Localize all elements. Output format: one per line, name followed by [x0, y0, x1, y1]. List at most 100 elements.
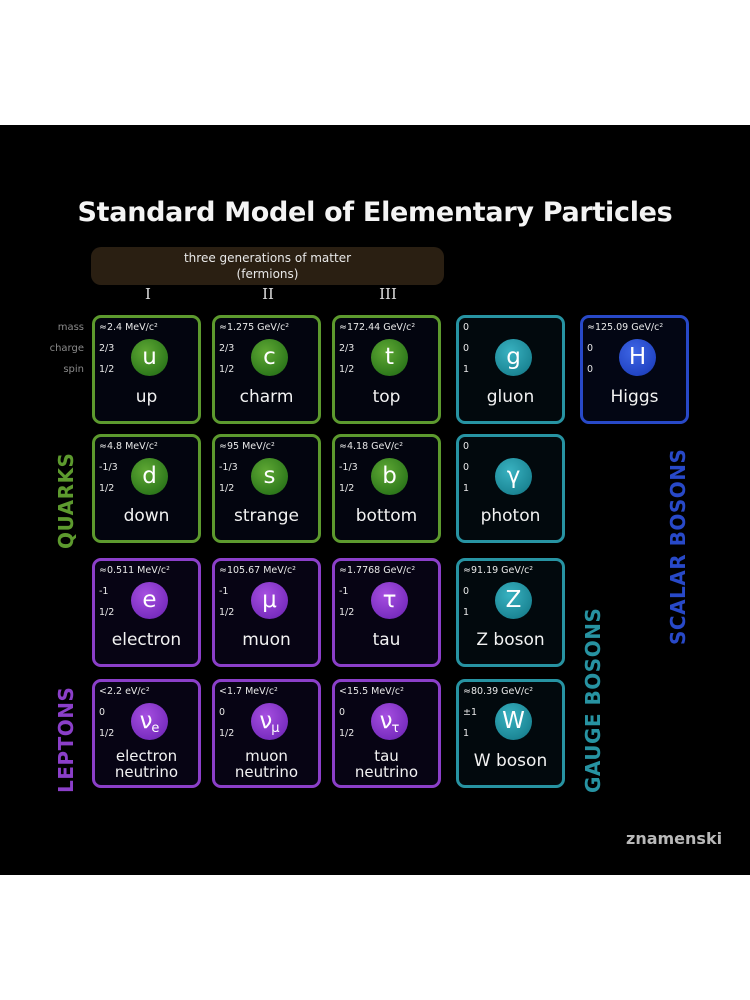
particle-mass: ≈80.39 GeV/c²	[463, 686, 534, 697]
particle-charge: 2/3	[219, 343, 235, 354]
particle-name: up	[135, 387, 158, 407]
particle-symbol: s	[263, 463, 276, 489]
particle-symbol: ν	[259, 708, 273, 734]
particle-mass: <1.7 MeV/c²	[219, 686, 278, 697]
particle-charge: -1	[219, 586, 229, 597]
particle-name: muon	[242, 630, 291, 650]
particle-mass: <15.5 MeV/c²	[339, 686, 404, 697]
particle-mass: <2.2 eV/c²	[99, 686, 150, 697]
particle-mass: ≈4.18 GeV/c²	[339, 441, 404, 452]
particle-name: electron	[111, 630, 182, 650]
particle-symbol: γ	[506, 463, 521, 489]
particle-symbol-badge: d	[131, 458, 168, 495]
particle-symbol: b	[382, 463, 397, 489]
particle-name: down	[123, 506, 170, 526]
particle-symbol-badge: H	[619, 339, 656, 376]
particle-symbol-badge: μ	[251, 582, 288, 619]
particle-spin: 1/2	[219, 483, 235, 494]
particle-charge: 0	[587, 343, 594, 354]
particle-charge: 2/3	[339, 343, 355, 354]
group-label-quarks: QUARKS	[54, 452, 78, 549]
generation-label-1: I	[145, 285, 151, 303]
particle-spin: 0	[587, 364, 594, 375]
particle-charge: ±1	[463, 707, 478, 718]
particle-name-line-2: neutrino	[234, 763, 299, 781]
particle-spin: 1/2	[339, 483, 355, 494]
particle-name-line-1: muon	[245, 747, 288, 765]
particle-spin: 1/2	[219, 728, 235, 739]
particle-card-higgs: ≈125.09 GeV/c² 0 0 H Higgs	[580, 315, 689, 424]
particle-card-top: ≈172.44 GeV/c² 2/3 1/2 t top	[332, 315, 441, 424]
particle-symbol: Z	[505, 587, 522, 613]
particle-symbol-badge: νe	[131, 703, 168, 740]
particle-charge: 0	[463, 586, 470, 597]
particle-mass: ≈125.09 GeV/c²	[587, 322, 664, 333]
particle-charge: 0	[99, 707, 106, 718]
particle-mass: ≈91.19 GeV/c²	[463, 565, 534, 576]
particle-mass: ≈172.44 GeV/c²	[339, 322, 416, 333]
particle-spin: 1/2	[339, 364, 355, 375]
particle-name: gluon	[486, 387, 535, 407]
particle-mass: ≈4.8 MeV/c²	[99, 441, 158, 452]
generations-line-1: three generations of matter	[183, 251, 352, 265]
particle-symbol: ν	[139, 708, 153, 734]
particle-symbol-badge: c	[251, 339, 288, 376]
particle-name: photon	[480, 506, 541, 526]
particle-symbol-badge: τ	[371, 582, 408, 619]
particle-name-line-2: neutrino	[114, 763, 179, 781]
particle-symbol-badge: u	[131, 339, 168, 376]
particle-symbol-badge: W	[495, 703, 532, 740]
legend-mass: mass	[57, 322, 84, 333]
particle-charge: 0	[463, 343, 470, 354]
particle-symbol: ν	[379, 708, 393, 734]
particle-symbol-subscript: e	[151, 721, 160, 736]
particle-name: tau	[372, 630, 401, 650]
particle-charge: -1	[99, 586, 109, 597]
particle-symbol: c	[263, 344, 276, 370]
particle-charge: -1/3	[339, 462, 358, 473]
particle-spin: 1/2	[99, 607, 115, 618]
particle-charge: 2/3	[99, 343, 115, 354]
diagram-title: Standard Model of Elementary Particles	[77, 197, 673, 228]
particle-symbol: g	[506, 344, 521, 370]
group-label-leptons: LEPTONS	[54, 686, 78, 793]
particle-charge: 0	[339, 707, 346, 718]
particle-spin: 1/2	[219, 364, 235, 375]
particle-symbol-badge: t	[371, 339, 408, 376]
generation-label-3: III	[379, 285, 397, 303]
particle-symbol: t	[384, 344, 395, 370]
particle-mass: ≈95 MeV/c²	[219, 441, 275, 452]
particle-name: Z boson	[476, 630, 545, 650]
particle-symbol-badge: e	[131, 582, 168, 619]
particle-symbol: H	[628, 344, 647, 370]
particle-name-line-1: tau	[374, 747, 399, 765]
particle-symbol: W	[502, 708, 525, 734]
particle-symbol-badge: γ	[495, 458, 532, 495]
particle-mass: ≈1.7768 GeV/c²	[339, 565, 416, 576]
particle-symbol: e	[142, 587, 157, 613]
particle-mass: 0	[463, 441, 470, 452]
particle-charge: 0	[463, 462, 470, 473]
particle-symbol-subscript: τ	[391, 721, 400, 736]
particle-symbol: μ	[262, 587, 277, 613]
generations-banner: three generations of matter (fermions)	[91, 247, 444, 285]
particle-name-line-2: neutrino	[354, 763, 419, 781]
particle-mass: ≈1.275 GeV/c²	[219, 322, 290, 333]
legend-charge: charge	[49, 343, 84, 354]
generation-label-2: II	[262, 285, 274, 303]
particle-name: top	[372, 387, 401, 407]
particle-symbol-badge: s	[251, 458, 288, 495]
particle-name: bottom	[355, 506, 418, 526]
particle-name: Higgs	[610, 387, 659, 407]
